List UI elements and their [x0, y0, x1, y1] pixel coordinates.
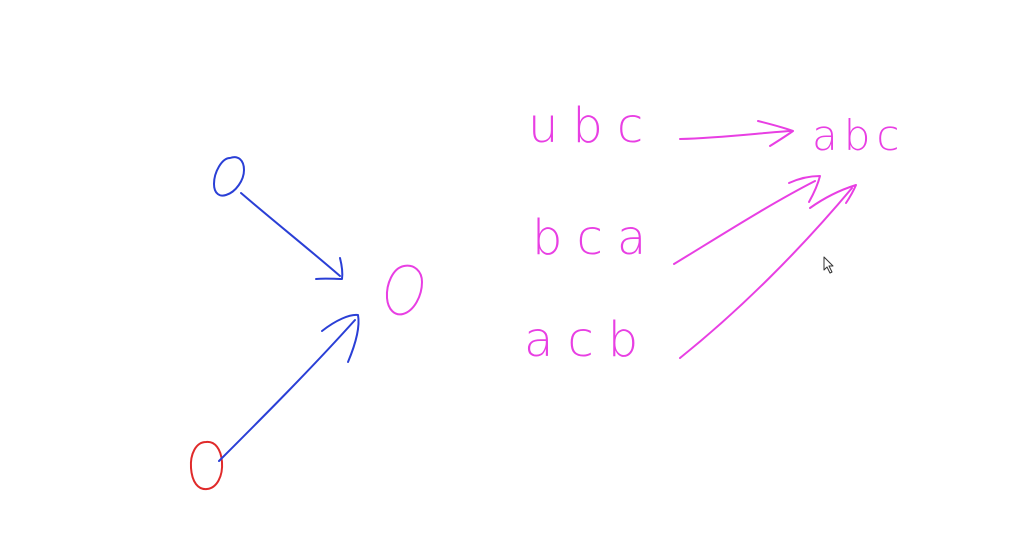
edge-top-to-target: [240, 192, 344, 280]
string-target: abc: [812, 111, 906, 160]
string-source-2: bca: [532, 210, 660, 266]
string-source-1: ubc: [528, 98, 657, 154]
arrow-source-3-to-target: [679, 184, 857, 359]
source-node-top: [212, 156, 246, 197]
source-node-bottom: [189, 440, 224, 491]
arrow-source-1-to-target: [679, 120, 794, 147]
target-node: [385, 264, 424, 316]
pointer-arrow-icon: [823, 256, 834, 274]
string-source-3: acb: [524, 312, 652, 368]
edge-bottom-to-target: [218, 313, 360, 462]
arrow-source-2-to-target: [673, 175, 821, 265]
